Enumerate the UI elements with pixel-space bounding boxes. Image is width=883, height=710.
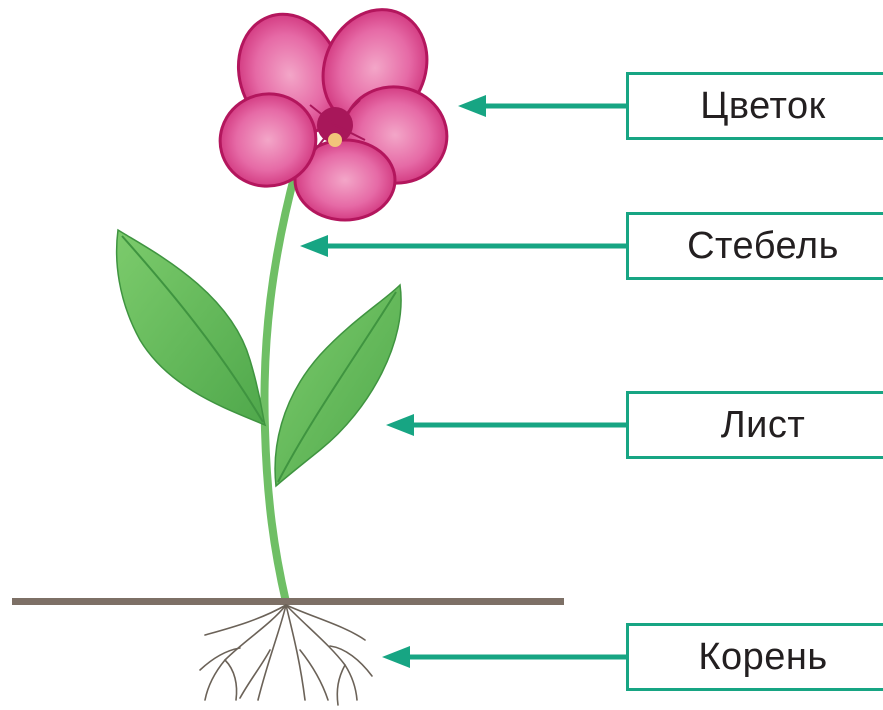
arrow-root — [382, 646, 626, 668]
roots — [200, 605, 372, 705]
arrow-leaf — [386, 414, 626, 436]
label-root: Корень — [626, 623, 883, 691]
left-leaf — [117, 230, 265, 425]
ground-line — [12, 598, 564, 605]
arrow-stem — [300, 235, 626, 257]
flower — [210, 0, 455, 220]
label-flower: Цветок — [626, 72, 883, 140]
label-leaf: Лист — [626, 391, 883, 459]
label-stem: Стебель — [626, 212, 883, 280]
right-leaf — [275, 285, 401, 486]
label-root-text: Корень — [684, 636, 827, 679]
label-leaf-text: Лист — [707, 404, 806, 447]
label-flower-text: Цветок — [686, 85, 825, 128]
arrow-flower — [458, 95, 626, 117]
label-stem-text: Стебель — [673, 225, 839, 268]
stem — [264, 170, 296, 602]
